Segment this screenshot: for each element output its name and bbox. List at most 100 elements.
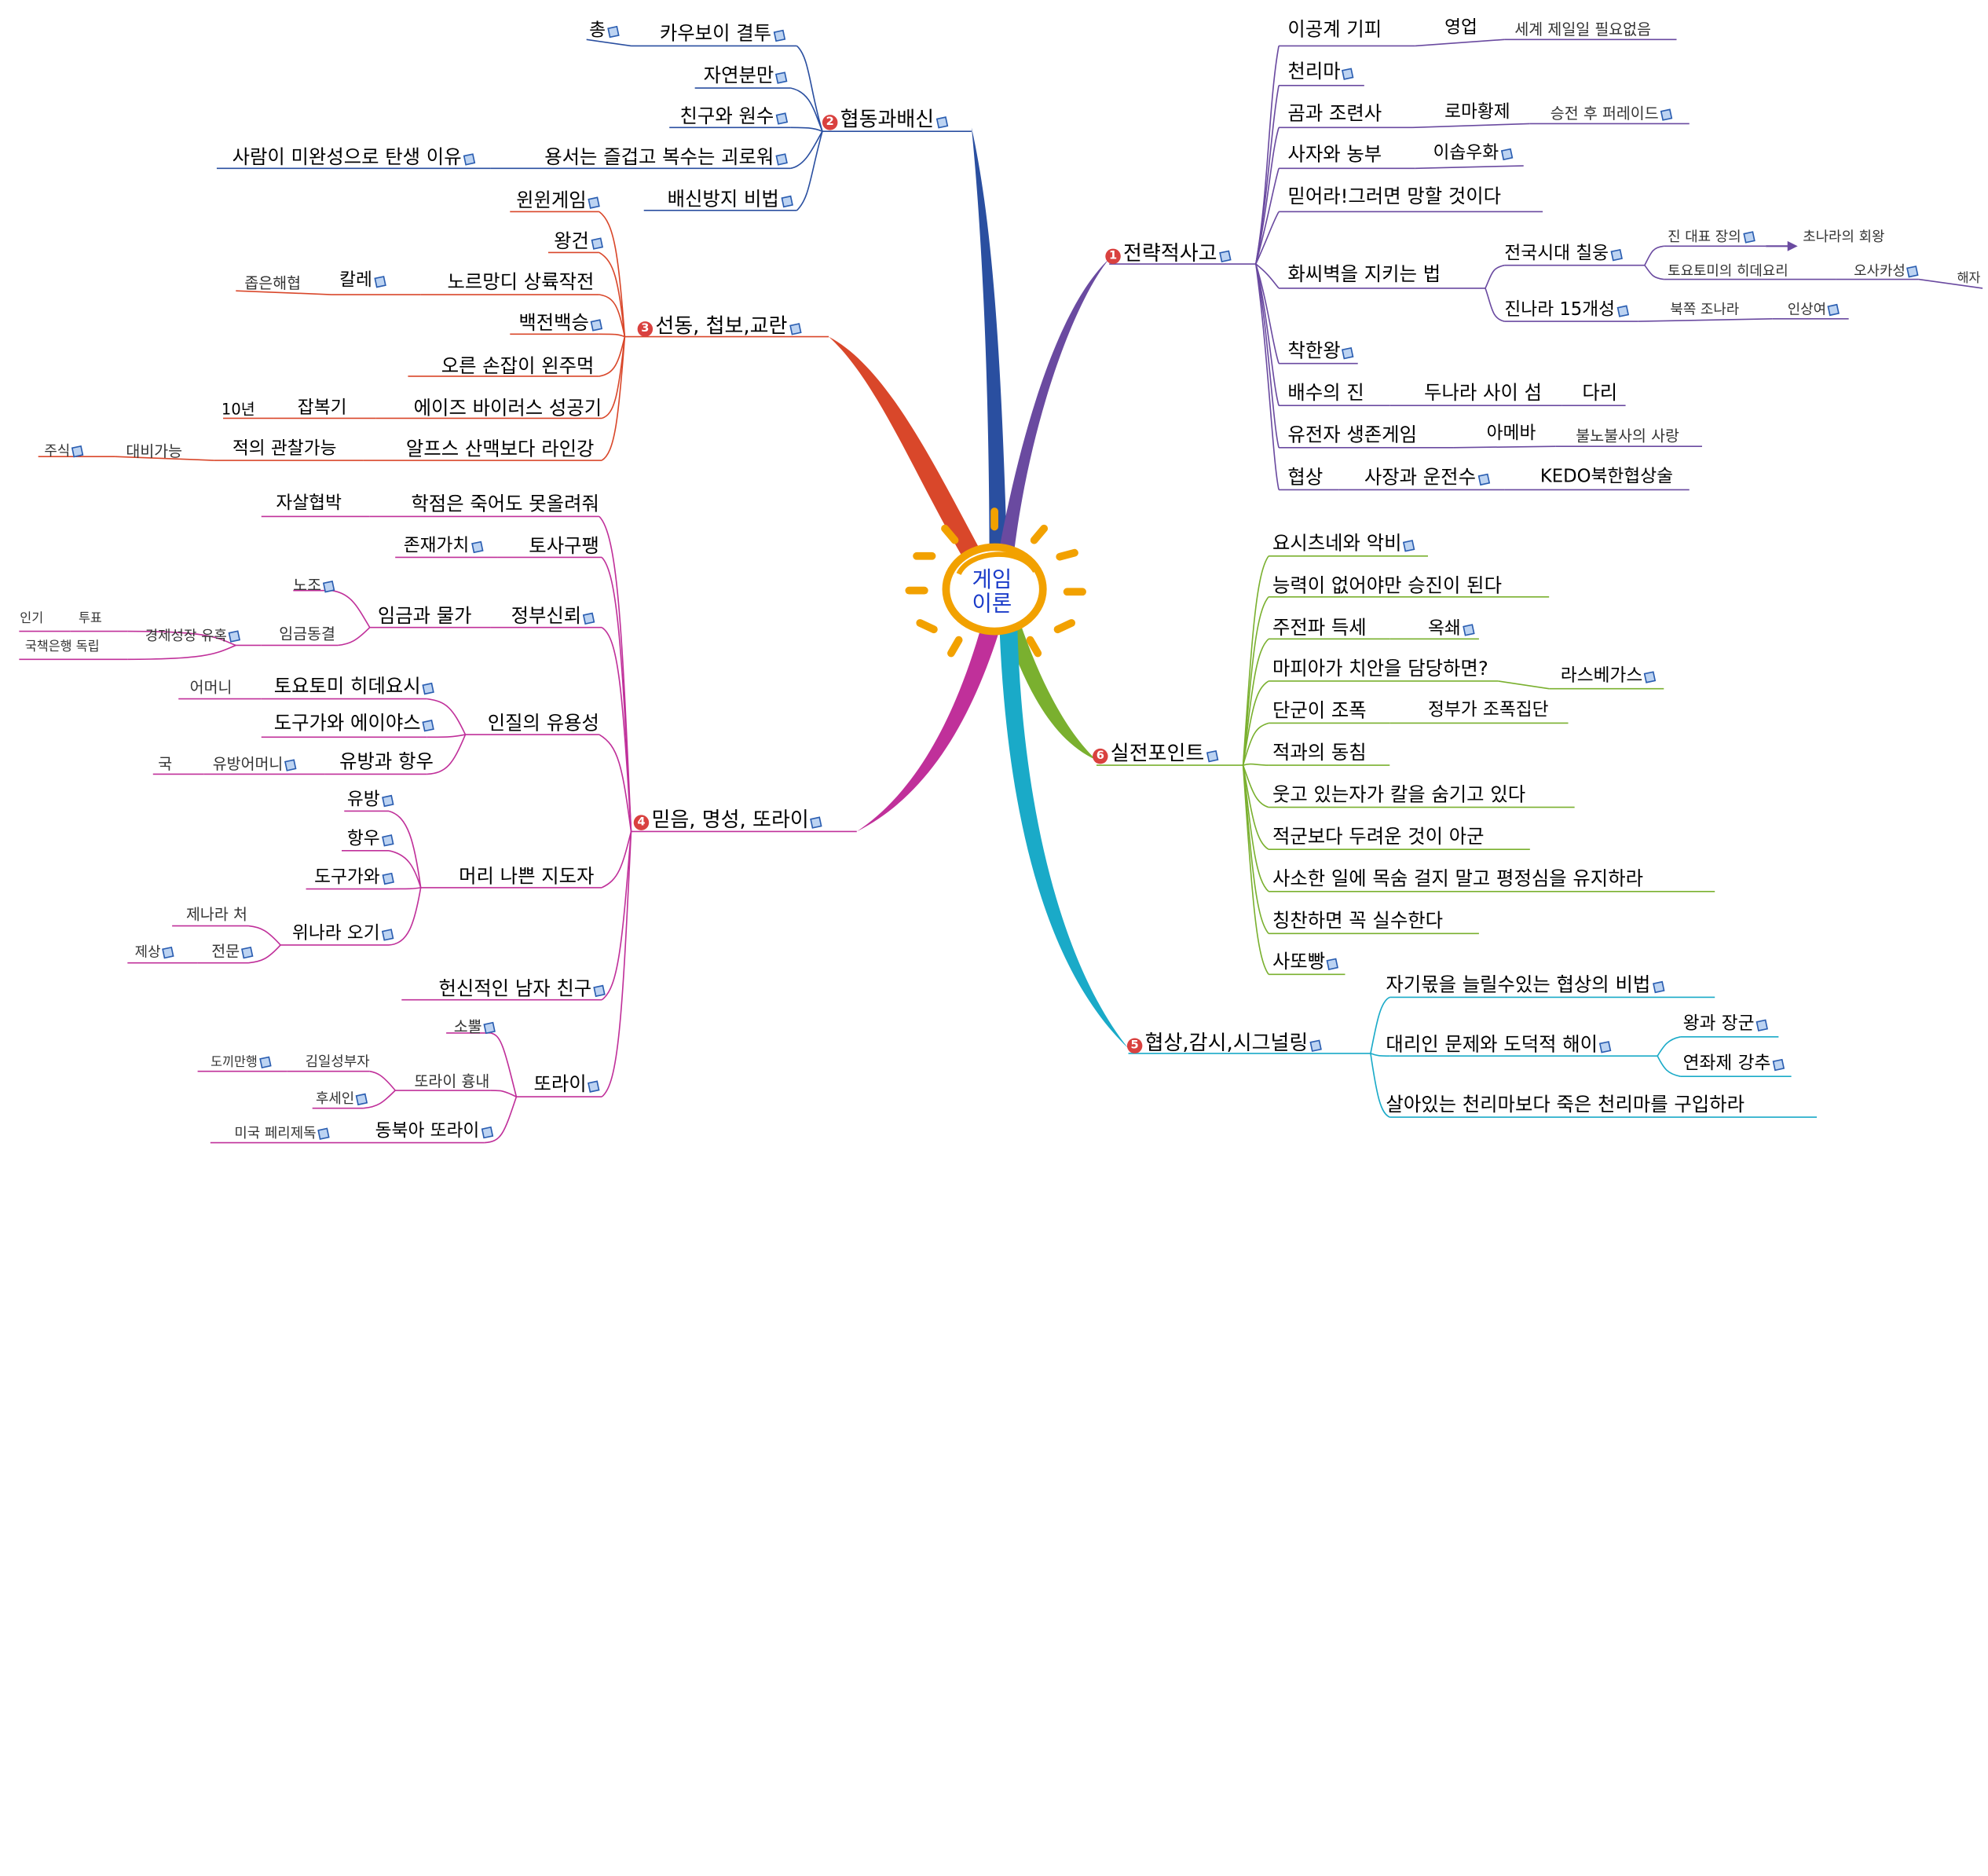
topic-node[interactable]: 라스베가스 [1561, 667, 1657, 685]
topic-node[interactable]: 적의 관찰가능 [232, 438, 337, 460]
topic-node[interactable]: 사자와 농부 [1287, 142, 1382, 167]
topic-node[interactable]: 학점은 죽어도 못올려줘 [411, 492, 599, 515]
topic-node[interactable]: 또라이 흉내 [414, 1072, 490, 1091]
topic-node[interactable]: 좁은해협 [244, 274, 302, 292]
topic-node[interactable]: 사장과 운전수 [1364, 467, 1490, 487]
topic-node[interactable]: 세계 제일일 필요없음 [1514, 22, 1651, 37]
topic-node[interactable]: 또라이 [533, 1075, 601, 1094]
topic-node[interactable]: 잡복기 [297, 398, 347, 419]
topic-node[interactable]: 불노불사의 사랑 [1576, 427, 1679, 445]
topic-node[interactable]: 적과의 동침 [1272, 741, 1367, 764]
topic-node[interactable]: 믿어라!그러면 망할 것이다 [1287, 185, 1502, 208]
topic-node[interactable]: 협상 [1287, 465, 1324, 489]
topic-node[interactable]: 어머니 [189, 678, 232, 697]
topic-node[interactable]: 노조 [293, 577, 335, 593]
topic-node[interactable]: 임금동결 [279, 625, 335, 643]
topic-node[interactable]: 토요토미 히데요시 [274, 676, 435, 696]
topic-node[interactable]: 도구가와 에이야스 [274, 713, 435, 733]
topic-node[interactable]: 마피아가 치안을 담당하면? [1272, 657, 1488, 680]
topic-node[interactable]: 도구가와 [314, 869, 394, 886]
topic-node[interactable]: 경제성장 유혹 [145, 628, 241, 643]
topic-node[interactable]: 진 대표 장의 [1668, 229, 1756, 244]
topic-node[interactable]: 칭찬하면 꼭 실수한다 [1272, 909, 1444, 933]
topic-node[interactable]: 제상 [135, 945, 174, 959]
topic-node[interactable]: 웃고 있는자가 칼을 숨기고 있다 [1272, 782, 1526, 806]
topic-node[interactable]: 인기 [20, 612, 44, 627]
topic-node[interactable]: 왕과 장군 [1683, 1015, 1768, 1033]
topic-node[interactable]: 존재가치 [404, 537, 483, 555]
topic-node[interactable]: 에이즈 바이러스 성공기 [413, 396, 602, 420]
topic-node[interactable]: 카우보이 결투 [660, 24, 785, 43]
topic-node[interactable]: 유방과 항우 [339, 749, 434, 773]
topic-node[interactable]: 친구와 원수 [680, 107, 788, 126]
topic-node[interactable]: 인질의 유용성 [487, 711, 599, 735]
topic-node[interactable]: 승전 후 퍼레이드 [1550, 106, 1673, 121]
topic-node[interactable]: 이공계 기피 [1287, 17, 1382, 41]
topic-node[interactable]: 진나라 15개성 [1504, 301, 1629, 319]
topic-node[interactable]: 10년 [221, 400, 255, 419]
topic-node[interactable]: 다리 [1582, 381, 1618, 405]
topic-node[interactable]: 오른 손잡이 왼주먹 [441, 354, 595, 378]
topic-node[interactable]: 투표 [78, 612, 102, 627]
topic-node[interactable]: 유방 [347, 791, 394, 808]
topic-node[interactable]: 미국 페리제독 [234, 1126, 330, 1140]
topic-node[interactable]: 동북아 또라이 [375, 1123, 493, 1140]
topic-node[interactable]: 정부신뢰 [511, 606, 595, 626]
topic-node[interactable]: 착한왕 [1287, 341, 1355, 361]
topic-node[interactable]: 적군보다 두려운 것이 아군 [1272, 825, 1485, 848]
topic-node[interactable]: 초나라의 회왕 [1803, 228, 1885, 245]
topic-node[interactable]: 백전백승 [518, 313, 603, 332]
topic-node[interactable]: 후세인 [316, 1092, 368, 1105]
topic-node[interactable]: 사람이 미완성으로 탄생 이유 [232, 148, 476, 167]
topic-node[interactable]: 오사카성 [1854, 264, 1920, 278]
topic-node[interactable]: 천리마 [1287, 62, 1355, 82]
topic-node[interactable]: 항우 [347, 830, 394, 848]
topic-node[interactable]: 주식 [44, 444, 84, 458]
topic-node[interactable]: 로마황제 [1444, 101, 1510, 123]
topic-node[interactable]: 곰과 조련사 [1287, 101, 1382, 126]
topic-node[interactable]: 사소한 일에 목숨 걸지 말고 평정심을 유지하라 [1272, 867, 1644, 891]
topic-node[interactable]: 토요토미의 히데요리 [1668, 262, 1788, 280]
topic-node[interactable]: 사또빵 [1272, 952, 1339, 972]
topic-node[interactable]: 용서는 즐겁고 복수는 괴로워 [544, 148, 788, 167]
topic-node[interactable]: 전문 [211, 943, 254, 959]
topic-node[interactable]: 머리 나쁜 지도자 [459, 864, 595, 888]
topic-node[interactable]: 유방어머니 [213, 757, 297, 771]
topic-node[interactable]: 왕건 [554, 232, 603, 251]
topic-node[interactable]: 북쪽 조나라 [1670, 301, 1740, 318]
topic-node[interactable]: 영업 [1444, 17, 1477, 38]
topic-node[interactable]: 배수의 진 [1287, 381, 1364, 405]
topic-node[interactable]: 자기몫을 늘릴수있는 협상의 비법 [1386, 975, 1664, 995]
topic-node[interactable]: 제나라 처 [186, 905, 247, 924]
topic-node[interactable]: 알프스 산맥보다 라인강 [405, 437, 595, 461]
topic-node[interactable]: 배신방지 비법 [668, 189, 793, 209]
topic-node[interactable]: 살아있는 천리마보다 죽은 천리마를 구입하라 [1386, 1093, 1745, 1116]
topic-node[interactable]: 칼레 [339, 272, 386, 290]
topic-node[interactable]: 단군이 조폭 [1272, 698, 1367, 722]
topic-node[interactable]: 정부가 조폭집단 [1427, 700, 1549, 721]
topic-node[interactable]: 위나라 오기 [292, 925, 394, 943]
topic-node[interactable]: 이솝우화 [1433, 144, 1513, 162]
topic-node[interactable]: 국 [158, 755, 173, 773]
topic-node[interactable]: 국책은행 독립 [24, 639, 100, 654]
topic-node[interactable]: 화씨벽을 지키는 법 [1287, 262, 1441, 286]
topic-node[interactable]: 주전파 득세 [1272, 616, 1367, 639]
topic-node[interactable]: 요시츠네와 악비 [1272, 533, 1415, 553]
topic-node[interactable]: 총 [589, 22, 620, 39]
topic-node[interactable]: 능력이 없어야만 승진이 된다 [1272, 573, 1502, 597]
topic-node[interactable]: 윈윈게임 [516, 191, 601, 211]
topic-node[interactable]: 연좌제 강추 [1683, 1055, 1785, 1073]
central-topic[interactable]: 게임 이론 [959, 568, 1025, 617]
topic-node[interactable]: 임금과 물가 [377, 604, 472, 628]
topic-node[interactable]: 도끼만행 [211, 1056, 272, 1070]
topic-node[interactable]: 소뿔 [454, 1019, 496, 1035]
topic-node[interactable]: 대리인 문제와 도덕적 해이 [1386, 1035, 1612, 1054]
topic-node[interactable]: 유전자 생존게임 [1287, 423, 1417, 447]
topic-node[interactable]: 대비가능 [126, 442, 183, 461]
topic-node[interactable]: 노르망디 상륙작전 [447, 270, 595, 294]
